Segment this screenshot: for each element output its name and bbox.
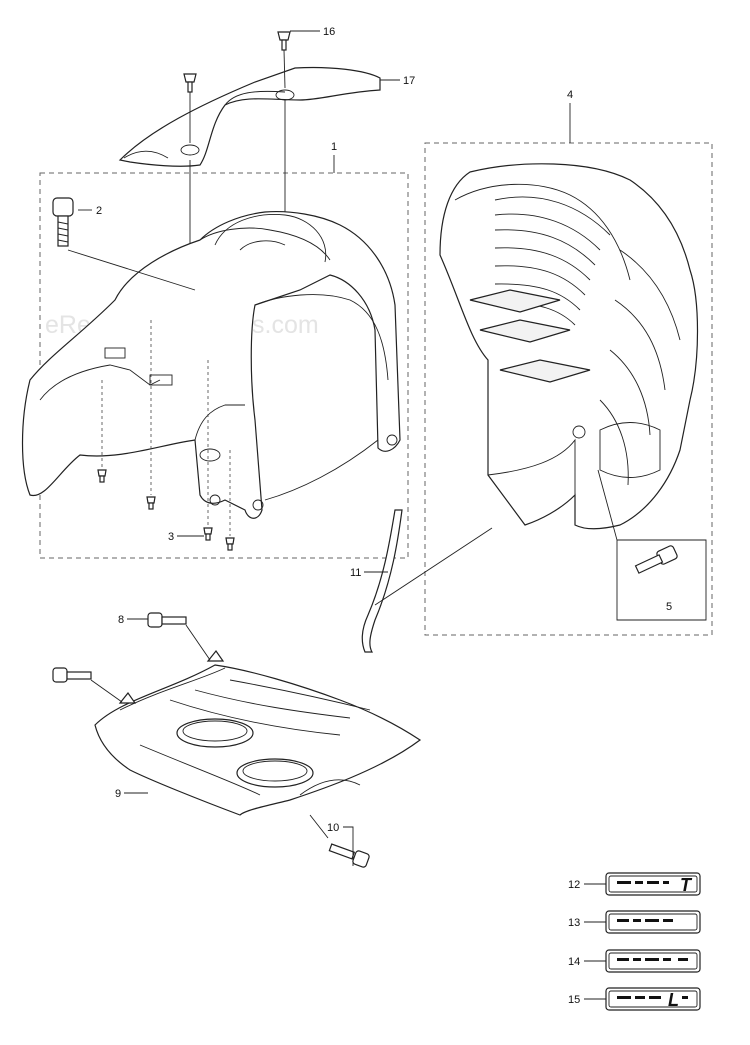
svg-text:3: 3 [168,531,174,543]
part-4-housing[interactable] [439,163,699,530]
part-5-bolt[interactable] [634,545,679,574]
callout-10: 10 [327,822,354,866]
assembly-line-2 [67,249,196,291]
callout-8: 8 [118,614,148,626]
part-1-cylinder-cover[interactable] [21,210,401,519]
callout-16: 16 [290,26,335,38]
callout-4: 4 [567,89,573,143]
svg-text:13: 13 [568,917,580,929]
part-10-screw[interactable] [328,843,370,868]
callout-box-5 [597,469,707,621]
svg-text:L: L [668,990,679,1010]
svg-text:15: 15 [568,994,580,1006]
group-box-housing [424,142,713,636]
decal-15[interactable]: 15 L [568,987,701,1011]
screw-16-a[interactable] [277,31,291,51]
assembly-line-11 [374,527,493,606]
part-2-bolt[interactable] [52,197,74,247]
screw-3-d[interactable] [225,537,235,551]
callout-9: 9 [115,788,148,800]
decal-12[interactable]: 12 T [568,872,701,896]
svg-text:T: T [680,875,693,895]
svg-text:10: 10 [327,822,339,834]
part-8-screw-b[interactable] [52,667,92,683]
svg-text:1: 1 [331,141,337,153]
decal-14[interactable]: 14 [568,949,701,973]
decal-13[interactable]: 13 [568,910,701,934]
svg-text:5: 5 [666,601,672,613]
svg-text:17: 17 [403,75,415,87]
svg-text:14: 14 [568,956,580,968]
svg-text:8: 8 [118,614,124,626]
screw-3-b[interactable] [146,496,156,510]
svg-text:2: 2 [96,205,102,217]
assembly-line-16a [283,49,286,89]
svg-text:11: 11 [350,567,361,579]
screw-16-b[interactable] [183,73,197,93]
callout-11: 11 [350,567,388,579]
part-11-tube[interactable] [361,509,403,653]
assembly-line-8b [90,679,123,703]
svg-text:9: 9 [115,788,121,800]
callout-17: 17 [380,75,415,87]
callout-1: 1 [331,141,337,173]
svg-text:12: 12 [568,879,580,891]
part-9-skid-plate[interactable] [94,649,422,816]
screw-3-a[interactable] [97,469,107,483]
part-8-screw-a[interactable] [147,612,187,628]
callout-5: 5 [666,601,672,613]
group-box-cover [39,172,409,559]
screw-3-c[interactable] [203,527,213,541]
svg-text:4: 4 [567,89,573,101]
svg-text:16: 16 [323,26,335,38]
part-17-top-cap[interactable] [118,66,381,167]
callout-2: 2 [78,205,102,217]
assembly-line-10 [309,814,329,839]
callout-3: 3 [168,531,204,543]
assembly-line-8a [185,624,211,661]
